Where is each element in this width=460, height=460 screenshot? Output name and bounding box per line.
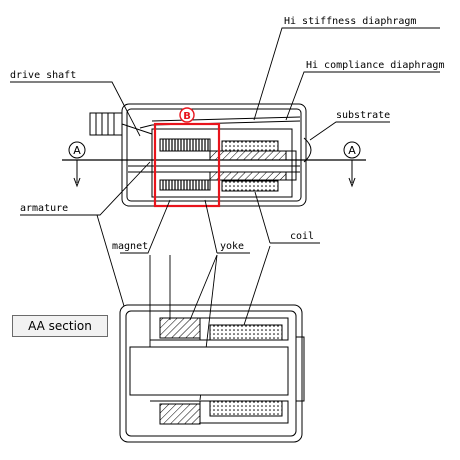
detail-box <box>153 122 221 208</box>
label-hi-compliance-diaphragm: Hi compliance diaphragm <box>306 60 444 71</box>
label-armature: armature <box>20 203 68 214</box>
label-magnet: magnet <box>112 241 148 252</box>
detail-marker <box>179 107 195 123</box>
hi-stiffness-diaphragm <box>151 116 301 122</box>
coil-lower <box>221 180 279 192</box>
section-marker-right-label: A <box>348 144 356 157</box>
yoke-upper <box>209 150 287 161</box>
casing-inner <box>126 108 302 202</box>
label-coil: coil <box>290 231 314 242</box>
section-marker-left-label: A <box>73 144 81 157</box>
section-yoke-top <box>159 317 201 339</box>
section-yoke-bottom <box>159 403 201 425</box>
yoke-lower <box>209 171 287 181</box>
detail-marker-label: B <box>183 111 191 122</box>
drive-shaft-nozzle <box>89 112 123 136</box>
label-yoke: yoke <box>220 241 244 252</box>
section-coil-bottom <box>209 400 283 417</box>
coil-upper <box>221 140 279 152</box>
label-substrate: substrate <box>336 110 390 121</box>
substrate <box>303 137 312 163</box>
aa-section-label: AA section <box>12 315 108 337</box>
section-marker-left: A <box>68 141 86 188</box>
drive-shaft-rod <box>121 123 153 135</box>
magnet-lower <box>159 179 211 191</box>
section-view <box>119 304 305 443</box>
label-drive-shaft: drive shaft <box>10 70 76 81</box>
section-coil-top <box>209 324 283 341</box>
yoke-frame-top <box>151 128 293 198</box>
leader-lines <box>10 27 440 254</box>
label-hi-stiffness-diaphragm: Hi stiffness diaphragm <box>284 16 416 27</box>
section-casing-outer <box>119 304 303 443</box>
section-marker-right: A <box>343 141 361 188</box>
section-armature <box>129 346 289 396</box>
top-view <box>62 103 366 207</box>
magnet-upper <box>159 138 211 152</box>
